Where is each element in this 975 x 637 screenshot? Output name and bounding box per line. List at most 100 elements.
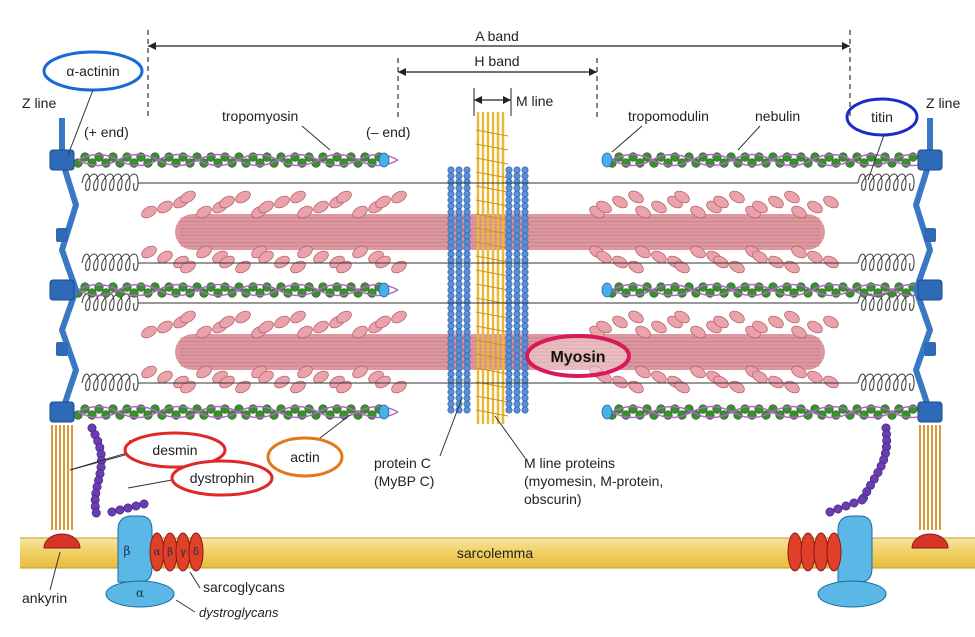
protein-c-bead-right-182-c [521,178,529,186]
protein-c-bead-left-326-a [447,322,455,330]
protein-c-bead-right-212-c [521,208,529,216]
h-band-arrow-left-head [398,68,406,76]
protein-c-bead-left-248-b [455,244,463,252]
dystroglycans-leader [175,599,196,613]
protein-c-bead-right-176-b [513,172,521,180]
protein-c-bead-left-188-b [455,184,463,192]
m-line-arrow-right-head [503,96,511,104]
protein-c-bead-left-266-b [455,262,463,270]
protein-c-bead-left-356-a [447,352,455,360]
nebulin-leader [737,125,761,151]
z-line-right-disc-1 [917,279,943,301]
z-line-left-disc-0 [49,149,75,171]
protein-c-bead-left-224-c [463,220,471,228]
protein-c-bead-left-332-a [447,328,455,336]
actin-bead-left-2-225 [220,404,230,414]
protein-c-bead-right-194-c [521,190,529,198]
protein-c-bead-right-230-b [513,226,521,234]
sarcoglycan-right-3 [826,532,842,572]
protein-c-bead-left-272-b [455,268,463,276]
myosin-head-1-9b [258,250,274,264]
dystrophin-bead-left-17 [131,501,141,511]
a-band-arrow-right-head [842,42,850,50]
protein-c-bead-left-290-b [455,286,463,294]
myosin-head-2-9b [258,370,274,384]
myosin-head-2-22b [612,375,628,389]
protein-c-bead-right-404-a [505,400,513,408]
protein-c-bead-right-182-b [513,178,521,186]
protein-c-bead-right-212-a [505,208,513,216]
protein-c-bead-right-278-a [505,274,513,282]
dystrophin-bead-left-18 [139,499,149,509]
myosin-head-1-34b [768,255,784,269]
protein-c-bead-right-230-a [505,226,513,234]
beta-dystroglycan-left [117,515,153,583]
myosin-head-1-6b [219,255,235,269]
myosin-head-2-19a [391,310,407,324]
myosin-head-1-12b [297,245,313,259]
myosin-head-1-38a [823,195,839,209]
protein-c-bead-left-314-a [447,310,455,318]
actin-bead-right-0-640 [635,158,645,168]
protein-c-bead-right-224-c [521,220,529,228]
protein-c-bead-left-368-a [447,364,455,372]
desmin-label: desmin [152,442,197,458]
titin-spring-right-1 [857,253,915,272]
myosin-head-1-37b [807,250,823,264]
protein-c-bead-right-260-b [513,256,521,264]
tropomyosin-strand-b-right-1 [611,289,933,297]
protein-c-bead-left-290-a [447,286,455,294]
protein-c-bead-right-248-c [521,244,529,252]
actin-bead-left-0-330 [325,158,335,168]
m-line-crosslink-340 [475,339,509,347]
tropomodulin-cap-right-2 [601,404,613,420]
protein-c-bead-right-374-b [513,370,521,378]
protein-c-bead-left-218-c [463,214,471,222]
myosin-head-2-35b [784,380,800,394]
protein-c-bead-left-344-c [463,340,471,348]
protein-c-bead-right-290-c [521,286,529,294]
myosin-head-2-9a [258,320,274,334]
protein-c-bead-right-296-a [505,292,513,300]
protein-c-bead-right-392-a [505,388,513,396]
protein-c-bead-right-248-a [505,244,513,252]
myosin-head-2-6b [219,375,235,389]
protein-c-bead-right-302-c [521,298,529,306]
actin-bead-right-2-745 [740,404,750,414]
actin-bead-left-0-106 [101,158,111,168]
tropomyosin-leader [301,125,331,151]
titin-leader [867,134,885,181]
myosin-head-2-18b [375,375,391,389]
protein-c-bead-right-368-a [505,364,513,372]
myosin-head-1-24b [635,245,651,259]
protein-c-bead-left-236-b [455,232,463,240]
protein-c-bead-right-290-a [505,286,513,294]
protein-c-bead-right-266-a [505,262,513,270]
protein-c-bead-right-374-c [521,370,529,378]
a-band-arrow-left-head [148,42,156,50]
protein-c-bead-left-332-b [455,328,463,336]
myosin-head-1-13b [313,250,329,264]
myosin-head-2-1a [157,320,173,334]
protein-c-bead-right-284-a [505,280,513,288]
protein-c-bead-left-278-a [447,274,455,282]
protein-c-bead-left-188-a [447,184,455,192]
beta-dystroglycan-label: β [124,544,131,558]
protein-c-bead-right-392-b [513,388,521,396]
protein-c-bead-right-278-c [521,274,529,282]
protein-c-bead-left-320-c [463,316,471,324]
protein-c-bead-right-236-c [521,232,529,240]
m-line-crosslink-242 [475,241,509,249]
protein-c-bead-left-182-c [463,178,471,186]
myosin-head-2-33a [752,320,768,334]
protein-c-bead-left-302-a [447,298,455,306]
dystrophin-bead-left-13 [91,508,101,518]
m-line-crosslink-284 [475,283,509,291]
protein-c-bead-right-302-b [513,298,521,306]
myosin-head-1-27a [674,190,690,204]
protein-c-bead-right-296-c [521,292,529,300]
protein-c-bead-left-200-a [447,196,455,204]
actin-bead-right-2-759 [754,404,764,414]
protein-c-bead-right-212-b [513,208,521,216]
myosin-head-1-4b [196,245,212,259]
